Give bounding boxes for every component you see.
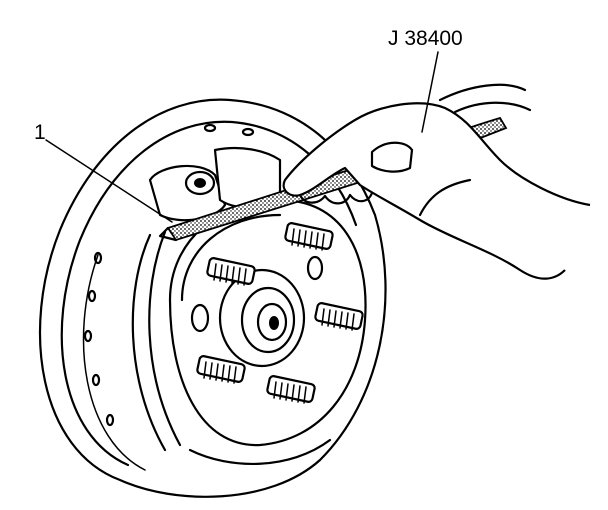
part-callout-label: 1 xyxy=(34,121,46,144)
technician-hand xyxy=(282,83,591,280)
backing-plate xyxy=(38,98,387,498)
wheel-stud xyxy=(284,222,334,251)
wheel-stud xyxy=(206,257,256,286)
rivet-holes xyxy=(83,123,255,427)
wheel-stud xyxy=(266,375,316,404)
part-leader-line xyxy=(45,139,173,223)
tool-leader-line xyxy=(421,51,439,133)
wheel-cylinder xyxy=(148,146,282,222)
leader-lines xyxy=(45,51,439,223)
wheel-stud xyxy=(314,302,364,331)
wheel-studs xyxy=(196,222,364,404)
tool-callout-label: J 38400 xyxy=(388,27,463,50)
wheel-stud xyxy=(196,355,246,384)
